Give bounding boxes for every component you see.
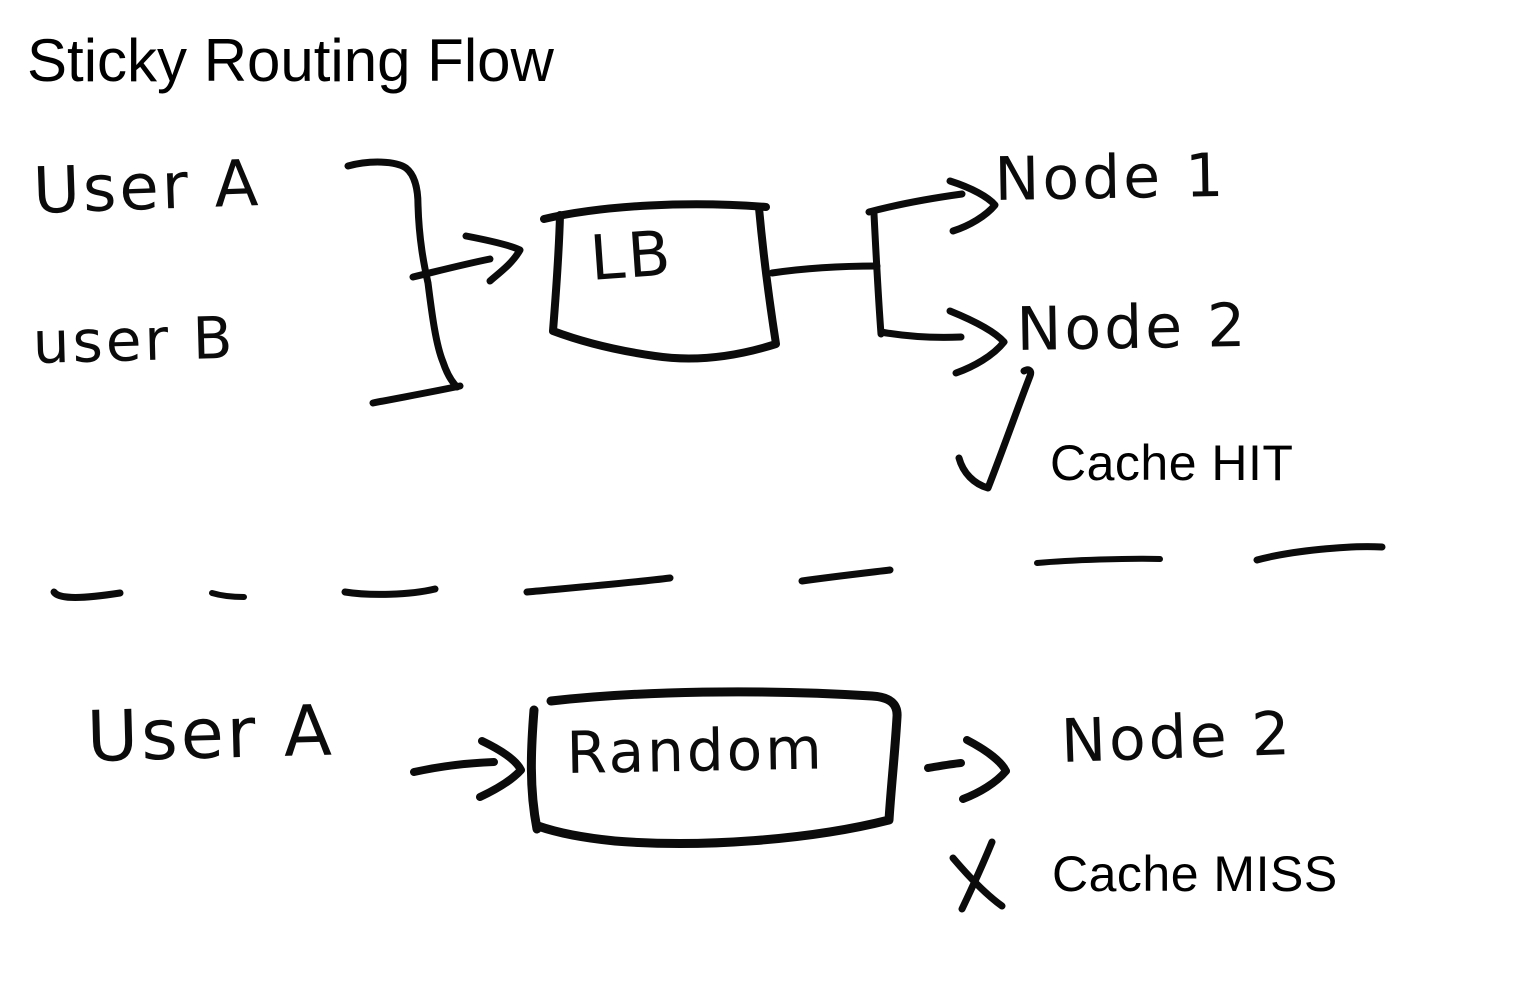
node2-label-bottom: Node 2 [1059,698,1294,777]
user-b-label: user B [31,303,237,377]
checkmark-icon [955,366,1035,492]
x-mark-icon [949,838,1006,913]
node1-label: Node 1 [993,140,1227,215]
lb-box [540,200,780,363]
connector-lb-to-fork [768,262,881,277]
page-title: Sticky Routing Flow [27,27,554,94]
cache-hit-label: Cache HIT [1050,435,1294,491]
users-group-bracket [344,158,464,407]
random-box [526,687,902,848]
cache-miss-label: Cache MISS [1052,846,1338,902]
random-box-label: Random [565,714,826,787]
dashed-divider [50,543,1386,601]
user-a-label-bottom: User A [85,689,336,778]
arrow-random-to-node [924,736,1010,803]
user-a-label-top: User A [31,147,263,229]
node2-label-top: Node 2 [1015,290,1249,365]
fork-to-nodes [865,177,1008,377]
arrow-users-to-lb [409,232,524,285]
lb-box-label: LB [587,216,676,295]
arrow-user-to-random [410,737,525,801]
